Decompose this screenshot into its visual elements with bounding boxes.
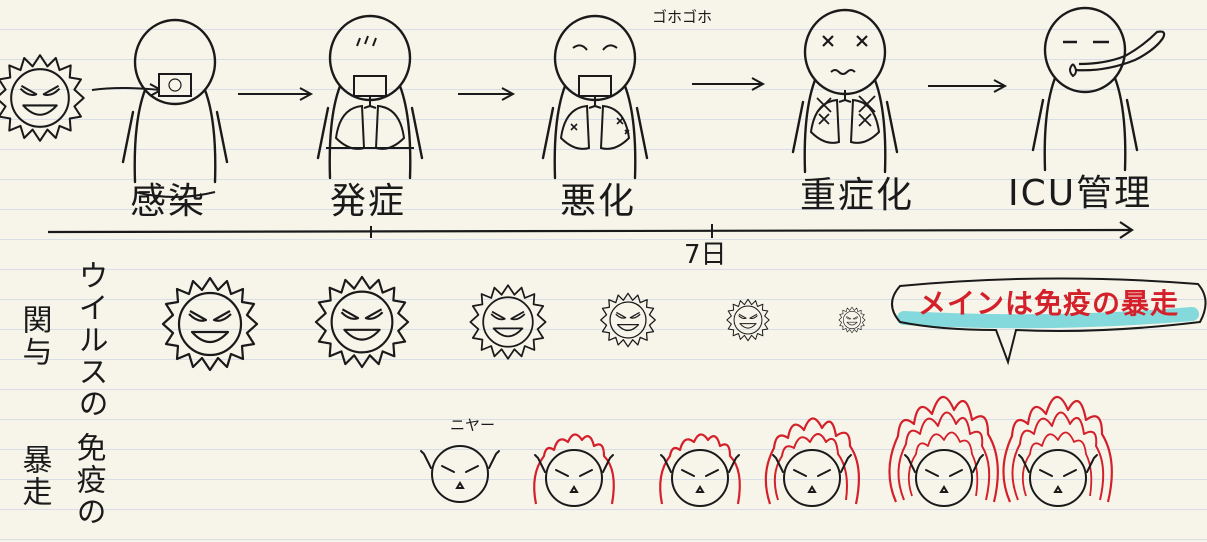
row-label-immune-a: 免疫の (70, 432, 106, 528)
person-onset (316, 14, 424, 180)
stage-label-onset: 発症 (330, 181, 407, 222)
immune-face-6 (1018, 449, 1098, 507)
timeline-marker-7days: 7日 (684, 240, 727, 270)
person-infection (121, 18, 229, 198)
arrow-virus-to-person (91, 87, 161, 91)
immune-fire-3 (659, 433, 741, 506)
virus-2 (314, 275, 410, 369)
immune-face-2 (534, 449, 614, 507)
immune-face-3 (660, 449, 740, 507)
arrow-3-4 (692, 77, 766, 91)
person-icu (1031, 6, 1166, 172)
immune-face-5 (904, 449, 984, 507)
virus-5 (726, 298, 770, 342)
immune-face-1 (420, 445, 500, 503)
immune-face-4 (772, 449, 852, 507)
virus-6 (838, 306, 866, 334)
row-label-virus-b: 関与 (16, 304, 52, 368)
row-label-immune-b: 暴走 (16, 444, 52, 508)
timeline-axis (47, 228, 1131, 234)
arrow-4-5 (928, 79, 1008, 93)
timeline-arrowhead (1119, 221, 1134, 239)
virus-3 (469, 284, 547, 360)
person-severe (791, 8, 899, 174)
callout-text: メインは免疫の暴走 (918, 287, 1180, 320)
virus-4 (600, 292, 656, 348)
stage-label-infection: 感染 (130, 181, 207, 222)
virus-infecting (0, 54, 85, 142)
stage-label-severe: 重症化 (800, 175, 915, 216)
cough-text: ゴホゴホ (652, 8, 713, 26)
stage-label-worsening: 悪化 (560, 181, 637, 222)
virus-1 (161, 276, 259, 372)
arrow-1-2 (238, 87, 314, 101)
stage-label-icu: ICU管理 (1008, 173, 1153, 214)
immune-sound: ニヤー (450, 416, 496, 434)
immune-fire-2 (533, 433, 615, 506)
callout-highlight (897, 307, 1199, 329)
row-label-virus-a: ウイルスの (72, 260, 108, 420)
person-worsening (541, 14, 649, 180)
callout-bubble (891, 277, 1207, 366)
arrow-2-3 (458, 87, 516, 101)
